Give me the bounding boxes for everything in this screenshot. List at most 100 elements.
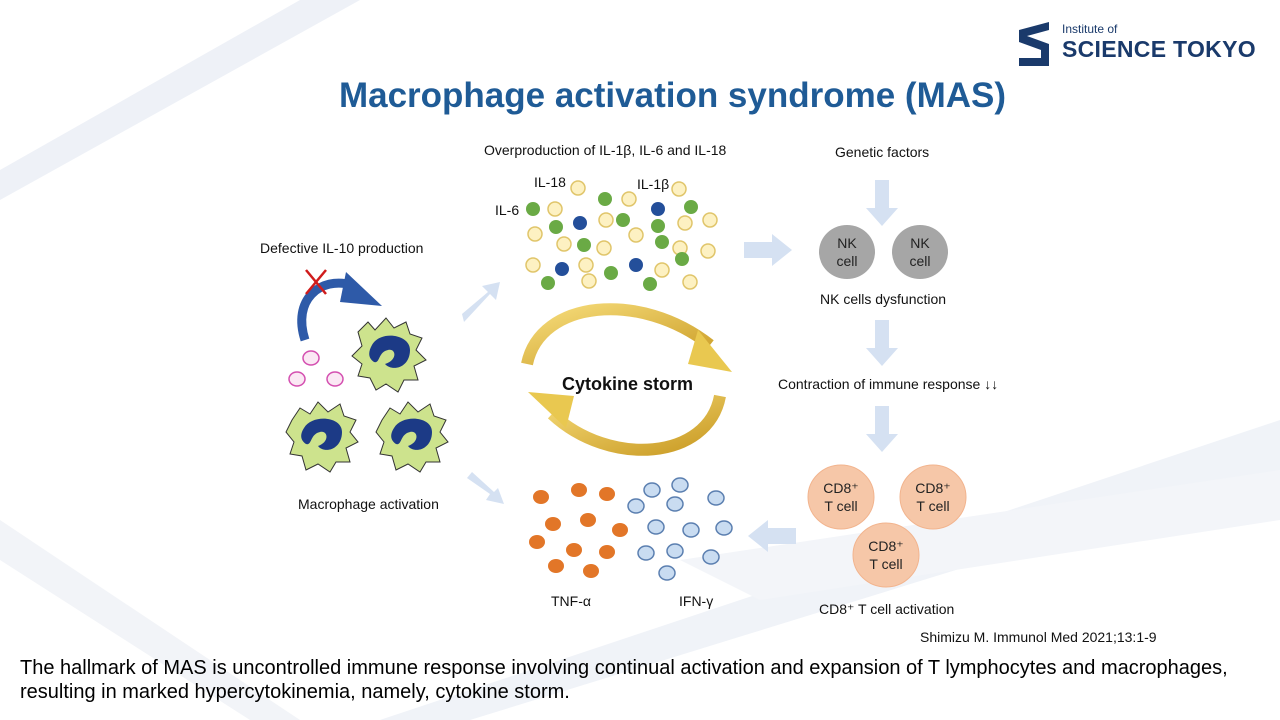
il18-label: IL-18 bbox=[534, 174, 566, 190]
il6-dot bbox=[549, 220, 563, 234]
il10-arrow bbox=[297, 278, 354, 342]
ifn-label: IFN-γ bbox=[679, 593, 714, 609]
ifn-dot bbox=[671, 477, 689, 493]
flow-arrow-down-2 bbox=[866, 320, 898, 366]
storm-arrow-top-head bbox=[688, 330, 732, 372]
flow-arrows bbox=[462, 180, 898, 552]
flow-arrow-left bbox=[748, 520, 796, 552]
science-tokyo-logo bbox=[1019, 22, 1049, 66]
il10-arrow-head bbox=[340, 272, 382, 306]
ifn-dot bbox=[702, 549, 720, 565]
cd8-cell-3-label: CD8⁺T cell bbox=[868, 538, 904, 572]
logo-text-bottom: SCIENCE TOKYO bbox=[1062, 36, 1256, 62]
il1b-label: IL-1β bbox=[637, 176, 670, 192]
tnf-dot bbox=[599, 487, 615, 501]
il1b-dot bbox=[596, 240, 612, 256]
il1b-dot bbox=[556, 236, 572, 252]
nk-dysfunction-label: NK cells dysfunction bbox=[820, 291, 947, 307]
macrophage-icon bbox=[351, 317, 427, 393]
flow-arrow-down-3 bbox=[866, 406, 898, 452]
macrophage-icon bbox=[375, 401, 449, 473]
il6-dot bbox=[604, 266, 618, 280]
il10-dot bbox=[326, 371, 344, 387]
il10-dot bbox=[288, 371, 306, 387]
il6-dot bbox=[577, 238, 591, 252]
caption-text: The hallmark of MAS is uncontrolled immu… bbox=[20, 657, 1228, 703]
flow-arrow-down-1 bbox=[866, 180, 898, 226]
ifn-dot bbox=[637, 545, 655, 561]
flow-arrow-right bbox=[744, 234, 792, 266]
storm-arrow-bottom bbox=[547, 394, 726, 456]
tnf-dot bbox=[612, 523, 628, 537]
cytokine-storm-label: Cytokine storm bbox=[561, 374, 694, 394]
cd8-cell-2-label: CD8⁺T cell bbox=[915, 480, 951, 514]
il1b-dot bbox=[598, 212, 614, 228]
il1b-dot bbox=[581, 273, 597, 289]
il1b-dot bbox=[621, 191, 637, 207]
tnf-ifn-cluster bbox=[529, 477, 733, 581]
tnf-label: TNF-α bbox=[551, 593, 591, 609]
il6-dot bbox=[598, 192, 612, 206]
slide-title: Macrophage activation syndrome (MAS) bbox=[338, 76, 1007, 115]
cytokine-storm-cycle bbox=[521, 303, 732, 456]
il1b-dot bbox=[654, 262, 670, 278]
macrophage-icon bbox=[285, 401, 359, 473]
il6-dot bbox=[655, 235, 669, 249]
ifn-dot bbox=[647, 519, 665, 535]
ifn-dot bbox=[643, 482, 661, 498]
il6-dot bbox=[526, 202, 540, 216]
il18-dot bbox=[555, 262, 569, 276]
ifn-dot bbox=[666, 543, 684, 559]
il6-dot bbox=[541, 276, 555, 290]
storm-arrow-top bbox=[521, 303, 714, 366]
overproduction-label: Overproduction of IL-1β, IL-6 and IL-18 bbox=[484, 142, 727, 158]
il1b-dot bbox=[682, 274, 698, 290]
il1b-dot bbox=[525, 257, 541, 273]
il18-dot bbox=[573, 216, 587, 230]
nk-cell-2 bbox=[892, 225, 948, 279]
cd8-cell-3 bbox=[852, 522, 920, 588]
cd8-cell-1-label: CD8⁺T cell bbox=[823, 480, 859, 514]
ifn-dot bbox=[682, 522, 700, 538]
storm-arrow-bottom-head bbox=[528, 392, 574, 428]
il1b-dot bbox=[628, 227, 644, 243]
ifn-dot bbox=[658, 565, 676, 581]
genetic-factors-label: Genetic factors bbox=[835, 144, 930, 160]
tnf-dot bbox=[599, 545, 615, 559]
il18-dot bbox=[651, 202, 665, 216]
il6-dot bbox=[616, 213, 630, 227]
il1b-dot bbox=[702, 212, 718, 228]
il1b-dot bbox=[677, 215, 693, 231]
citation: Shimizu M. Immunol Med 2021;13:1-9 bbox=[920, 629, 1157, 645]
il1b-dot bbox=[671, 181, 687, 197]
nk-cell-1 bbox=[819, 225, 875, 279]
il6-label: IL-6 bbox=[495, 202, 520, 218]
il6-dot bbox=[651, 219, 665, 233]
tnf-dot bbox=[583, 564, 599, 578]
tnf-dot bbox=[533, 490, 549, 504]
tnf-dot bbox=[571, 483, 587, 497]
flow-arrow-up-right bbox=[462, 282, 500, 322]
il1b-dot bbox=[578, 257, 594, 273]
il1b-dot bbox=[570, 180, 586, 196]
macrophage-activation-label: Macrophage activation bbox=[298, 496, 439, 512]
il1b-dot bbox=[547, 201, 563, 217]
tnf-dot bbox=[529, 535, 545, 549]
defective-il10-label: Defective IL-10 production bbox=[260, 240, 424, 256]
il6-dot bbox=[675, 252, 689, 266]
il6-dot bbox=[643, 277, 657, 291]
tnf-dot bbox=[548, 559, 564, 573]
cd8-activation-label: CD8⁺ T cell activation bbox=[819, 601, 955, 617]
contraction-label: Contraction of immune response ↓↓ bbox=[778, 376, 999, 392]
il-cytokine-cluster bbox=[525, 180, 718, 291]
il18-dot bbox=[629, 258, 643, 272]
ifn-dot bbox=[627, 498, 645, 514]
il10-dot bbox=[302, 350, 320, 366]
ifn-dot bbox=[666, 496, 684, 512]
tnf-dot bbox=[580, 513, 596, 527]
il1b-dot bbox=[700, 243, 716, 259]
ifn-dot bbox=[715, 520, 733, 536]
